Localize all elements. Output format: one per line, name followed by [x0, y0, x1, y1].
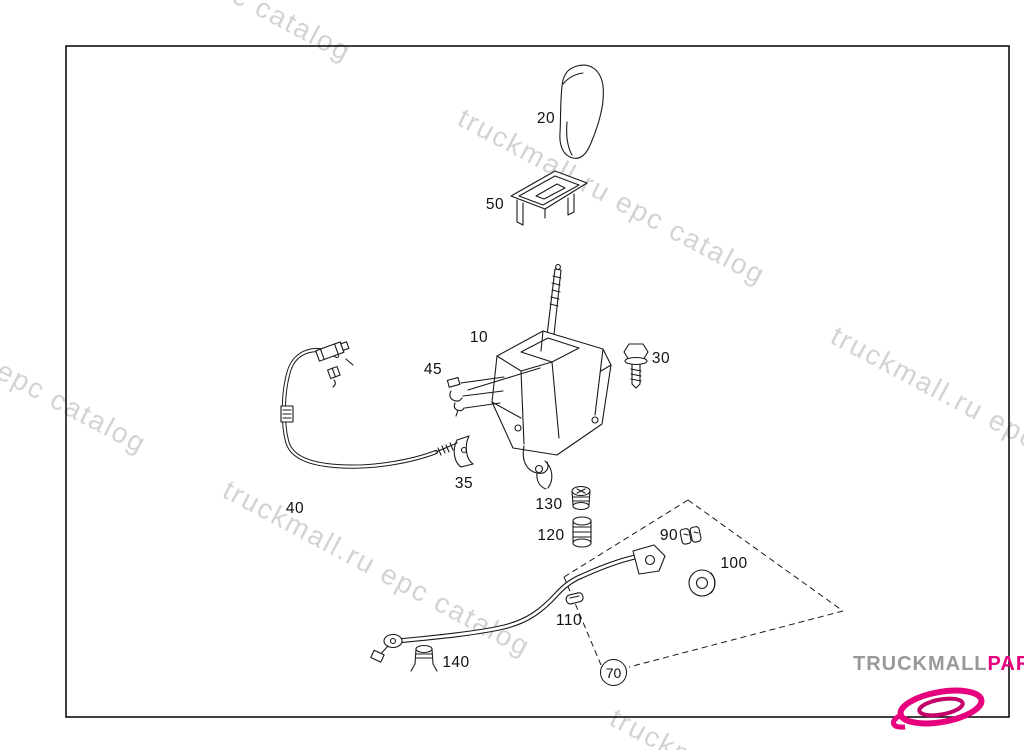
callout-dashed-lines — [563, 499, 844, 668]
part-label-130: 130 — [535, 496, 563, 513]
part-clamp — [410, 644, 438, 672]
part-label-70: 70 — [605, 664, 622, 681]
part-selector-rod — [370, 544, 666, 663]
brand-wordmark: TRUCKMALLPARTS — [853, 653, 1024, 676]
part-label-90: 90 — [659, 527, 679, 544]
part-bolt — [623, 343, 649, 389]
part-pin — [565, 592, 584, 605]
part-gate-plate — [510, 170, 588, 226]
part-label-10: 10 — [469, 329, 489, 346]
part-label-100: 100 — [720, 555, 748, 572]
part-label-50: 50 — [485, 196, 505, 213]
part-label-30: 30 — [651, 350, 671, 367]
part-label-120: 120 — [537, 527, 565, 544]
part-cable — [280, 341, 458, 469]
part-label-35: 35 — [454, 475, 474, 492]
brand-parts-text: PARTS — [987, 653, 1024, 675]
diagram-border — [65, 45, 1010, 718]
part-label-45: 45 — [423, 361, 443, 378]
part-hardware-cluster — [446, 367, 541, 417]
part-callout-70: 70 — [600, 659, 627, 686]
part-shifter-assembly — [491, 264, 612, 490]
part-bushing — [688, 569, 716, 597]
part-sleeve — [572, 516, 592, 548]
part-clevis-fork — [453, 435, 474, 468]
part-label-140: 140 — [442, 654, 470, 671]
part-label-110: 110 — [555, 612, 583, 629]
part-grommet — [571, 485, 591, 511]
part-clip — [679, 526, 702, 545]
brand-truckmall-text: TRUCKMALL — [853, 653, 988, 675]
part-label-40: 40 — [285, 500, 305, 517]
brand-swirl-icon — [891, 687, 985, 730]
part-label-20: 20 — [536, 110, 556, 127]
part-shift-knob — [559, 64, 604, 159]
